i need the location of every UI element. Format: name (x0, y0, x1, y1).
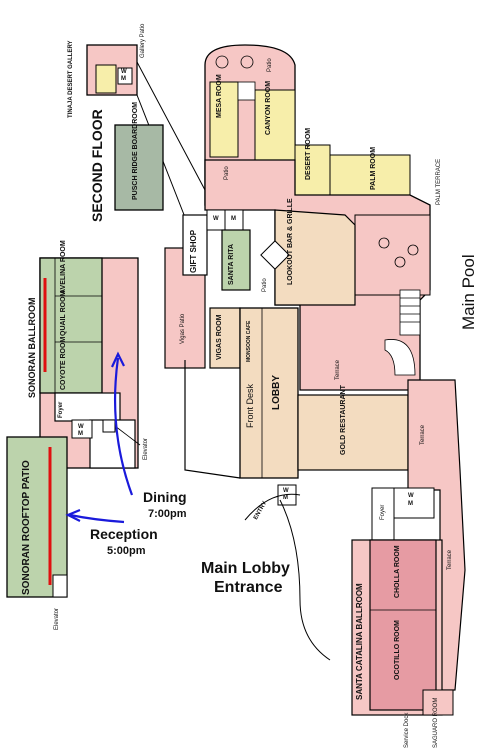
terrace-3-label: Terrace (447, 549, 453, 570)
avelina-room-label: AVELINA ROOM (60, 240, 67, 294)
santa-catalina-ballroom (369, 539, 437, 711)
sonoran-ballroom-label: SONORAN BALLROOM (27, 297, 37, 399)
restroom-m-gift: M (231, 216, 236, 222)
palm-room (329, 154, 411, 196)
connector-line-1 (136, 61, 206, 191)
patio-lookout-label: Patio (262, 278, 268, 292)
elevator-top-label: Elevator (143, 437, 149, 460)
reception-title: Reception (90, 526, 158, 542)
pusch-ridge-boardroom (114, 124, 164, 211)
gold-restaurant (297, 394, 409, 471)
main-pool-label: Main Pool (459, 254, 478, 330)
monsoon-cafe-label: MONSOON CAFE (246, 320, 252, 362)
sonoran-rooftop-patio (6, 436, 68, 598)
elevator-bottom-box (52, 574, 68, 598)
elevator-bottom-label: Elevator (54, 607, 60, 630)
santa-rita (221, 229, 251, 291)
mesa-room-label: MESA ROOM (216, 74, 223, 118)
reception-time: 5:00pm (107, 545, 146, 557)
foyer-left-area (54, 392, 121, 422)
restroom-w-gallery: W (121, 69, 127, 75)
restroom-w-ballroom: W (408, 493, 414, 499)
gallery-restroom (117, 67, 133, 85)
palm-terrace-label: PALM TERRACE (436, 158, 442, 205)
lobby-area (239, 307, 299, 479)
coyote-room-label: COYOTE ROOM (60, 336, 67, 390)
mesa-room (209, 81, 239, 158)
vigas-patio-label: Vigas Patio (180, 313, 186, 344)
restroom-m-ballroom: M (408, 501, 413, 507)
gallery-patio-label: Gallery Patio (140, 23, 146, 58)
desert-room (294, 144, 331, 196)
main-lobby-entrance-line1: Main Lobby (201, 560, 290, 577)
sonoran-ballroom (39, 257, 103, 394)
pusch-ridge-label: PUSCH RIDGE BOARDROOM (132, 101, 139, 200)
quail-room-label: QUAIL ROOM (60, 290, 67, 336)
ocotillo-room-label: OCOTILLO ROOM (394, 620, 401, 680)
santa-rita-label: SANTA RITA (228, 243, 235, 285)
lookout-bar (274, 209, 356, 306)
restroom-w-foyer: W (78, 424, 84, 430)
lookout-bar-label: LOOKOUT BAR & GRILLE (287, 198, 294, 285)
patio-mid-label: Patio (224, 166, 230, 180)
second-floor-label: SECOND FLOOR (89, 109, 105, 222)
service-dock-label: Service Dock (404, 712, 410, 748)
restroom-m-gallery: M (121, 76, 126, 82)
restroom-w-lobby: W (283, 488, 289, 494)
foyer-right-label: Foyer (380, 504, 386, 520)
route-arrows (65, 351, 134, 524)
cholla-room-label: CHOLLA ROOM (394, 545, 401, 598)
palm-room-label: PALM ROOM (370, 146, 377, 190)
saguaro-room-label: SAGUARO ROOM (433, 697, 439, 748)
desert-room-label: DESERT ROOM (305, 127, 312, 180)
terrace-2-label: Terrace (420, 424, 426, 445)
elevator-top-box (102, 419, 116, 433)
gift-shop-label: GIFT SHOP (189, 229, 198, 273)
canyon-room (254, 89, 296, 161)
dining-time: 7:00pm (148, 508, 187, 520)
santa-catalina-label: SANTA CATALINA BALLROOM (355, 583, 364, 700)
main-lobby-entrance-line2: Entrance (214, 579, 283, 596)
canyon-room-label: CANYON ROOM (265, 80, 272, 135)
tinaja-gallery-room (95, 64, 117, 94)
tinaja-gallery-label: TINAJA DESERT GALLERY (68, 40, 74, 118)
patio-top-label: Patio (267, 58, 273, 72)
vigas-room (209, 307, 241, 369)
gift-shop (182, 214, 208, 276)
restroom-m-lobby: M (283, 495, 288, 501)
vigas-room-label: VIGAS ROOM (216, 314, 223, 360)
gold-restaurant-label: GOLD RESTAURANT (340, 385, 347, 455)
restroom-m-foyer: M (78, 431, 83, 437)
foyer-left-label: Foyer (58, 401, 64, 418)
lobby-label: LOBBY (271, 375, 282, 410)
terrace-1-label: Terrace (335, 359, 341, 380)
dining-title: Dining (143, 489, 187, 505)
front-desk-label: Front Desk (245, 383, 255, 428)
restroom-w-gift: W (213, 216, 219, 222)
sonoran-rooftop-label: SONORAN ROOFTOP PATIO (21, 460, 32, 595)
